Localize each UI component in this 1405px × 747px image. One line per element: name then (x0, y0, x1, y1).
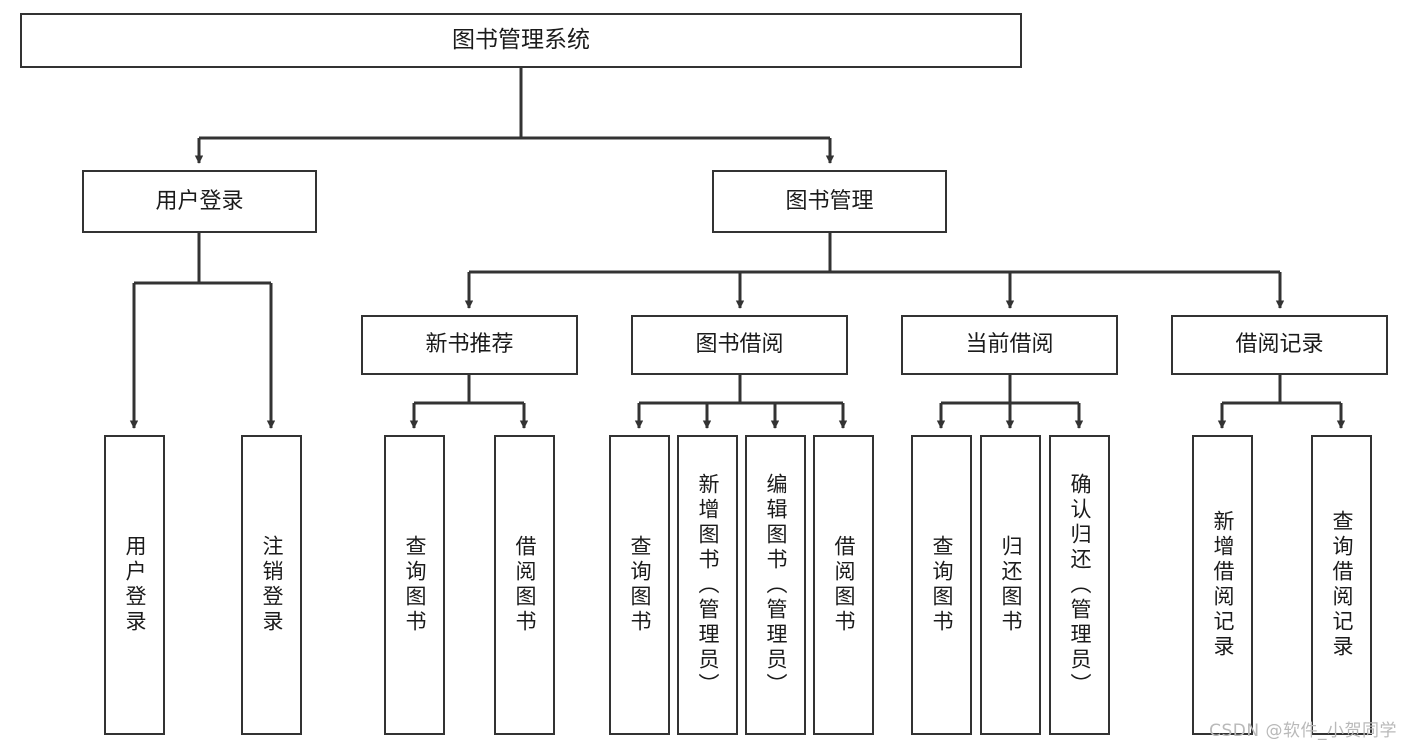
node-leaf-return-book-label: 归还图书 (999, 535, 1023, 635)
node-leaf-query-book-2-label: 查询图书 (628, 535, 652, 635)
node-leaf-edit-book-admin-label: 编辑图书（管理员） (764, 472, 788, 698)
node-root-system[interactable]: 图书管理系统 (20, 13, 1022, 68)
node-leaf-confirm-return-admin[interactable]: 确认归还（管理员） (1049, 435, 1110, 735)
node-leaf-add-borrow-record[interactable]: 新增借阅记录 (1192, 435, 1253, 735)
csdn-watermark: CSDN @软件_小贺同学 (1209, 721, 1397, 741)
node-current-borrow-label: 当前借阅 (965, 332, 1054, 358)
node-leaf-add-borrow-record-label: 新增借阅记录 (1211, 510, 1235, 660)
node-user-login[interactable]: 用户登录 (82, 170, 317, 233)
node-leaf-confirm-return-admin-label: 确认归还（管理员） (1068, 472, 1092, 698)
node-borrow-record-label: 借阅记录 (1235, 332, 1324, 358)
node-new-book-recommend-label: 新书推荐 (425, 332, 514, 358)
node-leaf-borrow-book-1-label: 借阅图书 (513, 535, 537, 635)
node-root-system-label: 图书管理系统 (452, 26, 590, 53)
node-book-borrow-label: 图书借阅 (695, 332, 784, 358)
node-leaf-edit-book-admin[interactable]: 编辑图书（管理员） (745, 435, 806, 735)
node-leaf-user-login-label: 用户登录 (123, 535, 147, 635)
node-book-borrow[interactable]: 图书借阅 (631, 315, 848, 375)
node-leaf-return-book[interactable]: 归还图书 (980, 435, 1041, 735)
node-user-login-label: 用户登录 (155, 188, 244, 214)
node-leaf-user-logout-label: 注销登录 (260, 535, 284, 635)
node-leaf-query-borrow-record[interactable]: 查询借阅记录 (1311, 435, 1372, 735)
node-leaf-user-login[interactable]: 用户登录 (104, 435, 165, 735)
node-leaf-user-logout[interactable]: 注销登录 (241, 435, 302, 735)
node-leaf-query-book-3-label: 查询图书 (930, 535, 954, 635)
node-leaf-add-book-admin-label: 新增图书（管理员） (696, 472, 720, 698)
node-book-management-label: 图书管理 (785, 188, 874, 214)
node-leaf-query-book-3[interactable]: 查询图书 (911, 435, 972, 735)
node-borrow-record[interactable]: 借阅记录 (1171, 315, 1388, 375)
node-leaf-query-book-1[interactable]: 查询图书 (384, 435, 445, 735)
node-leaf-borrow-book-2[interactable]: 借阅图书 (813, 435, 874, 735)
node-leaf-query-book-2[interactable]: 查询图书 (609, 435, 670, 735)
node-leaf-query-book-1-label: 查询图书 (403, 535, 427, 635)
node-book-management[interactable]: 图书管理 (712, 170, 947, 233)
node-leaf-query-borrow-record-label: 查询借阅记录 (1330, 510, 1354, 660)
node-current-borrow[interactable]: 当前借阅 (901, 315, 1118, 375)
node-leaf-borrow-book-2-label: 借阅图书 (832, 535, 856, 635)
node-new-book-recommend[interactable]: 新书推荐 (361, 315, 578, 375)
node-leaf-borrow-book-1[interactable]: 借阅图书 (494, 435, 555, 735)
node-leaf-add-book-admin[interactable]: 新增图书（管理员） (677, 435, 738, 735)
